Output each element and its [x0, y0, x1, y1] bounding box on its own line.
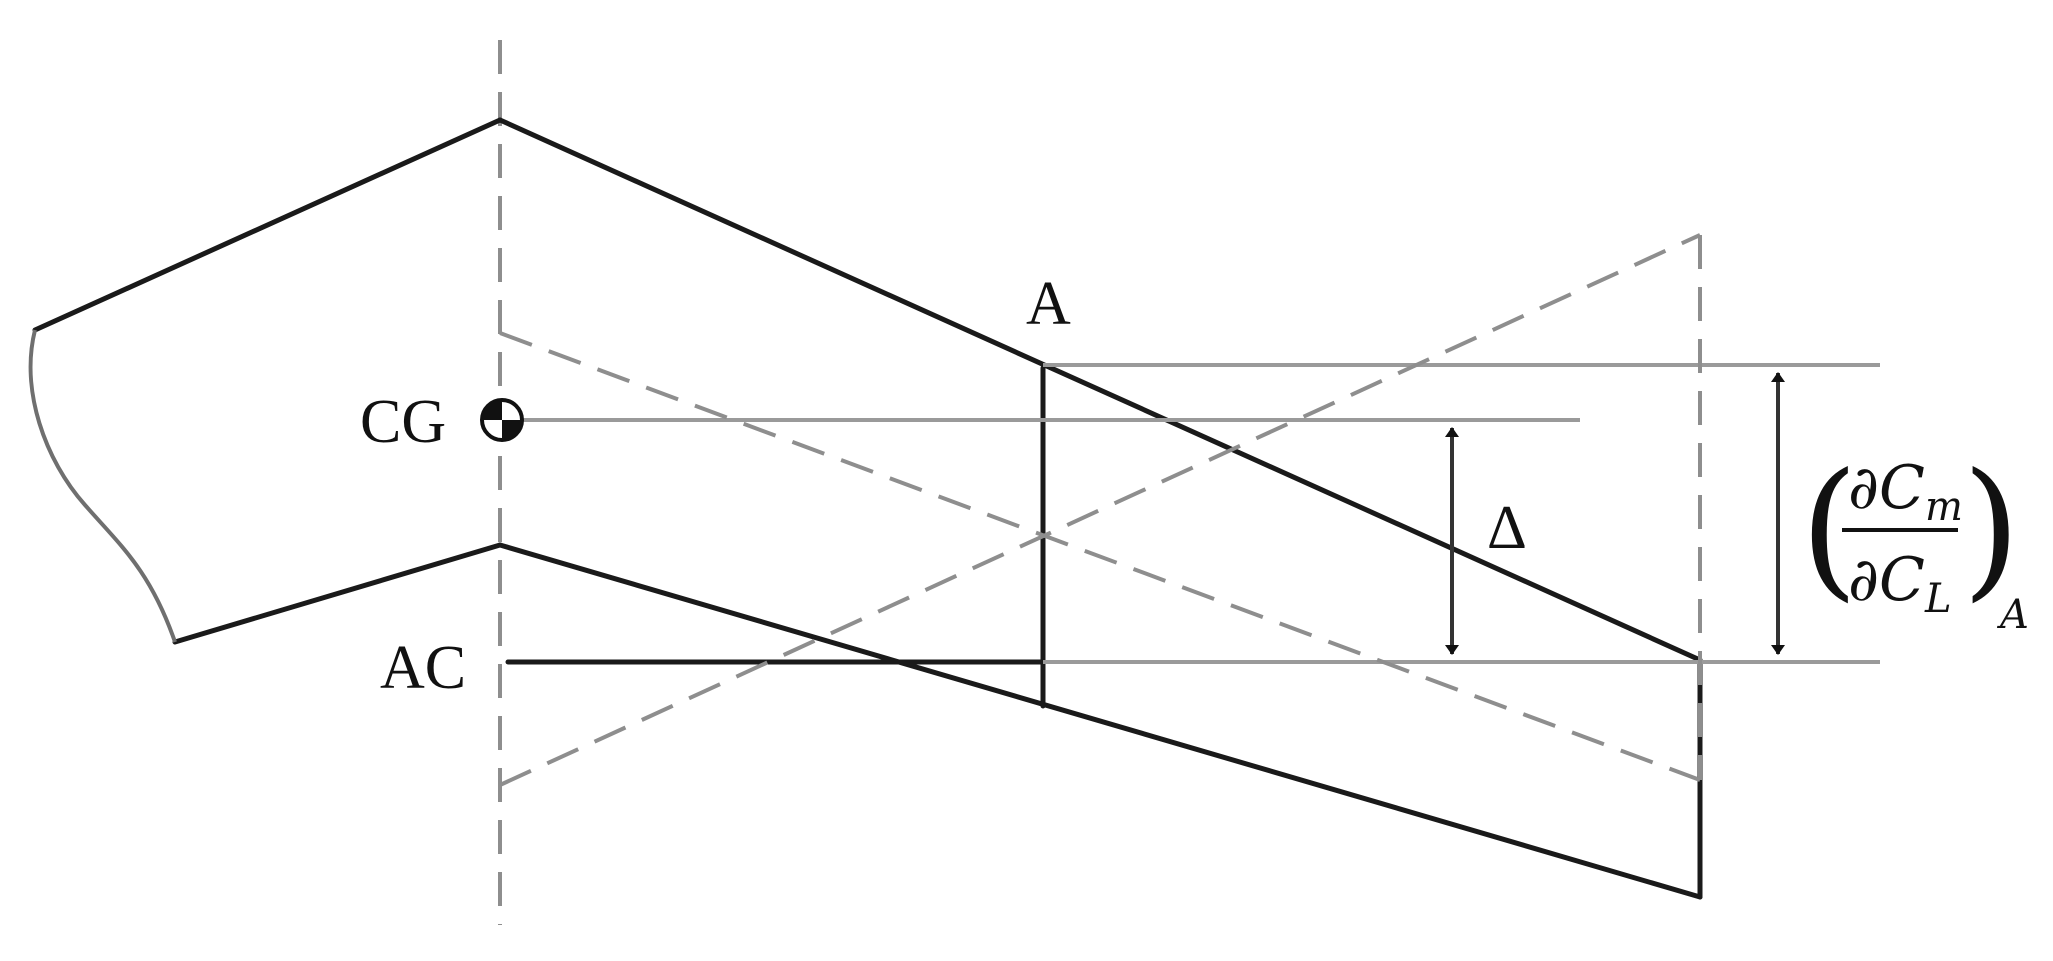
- formula-numerator-var: C: [1879, 453, 1925, 523]
- formula-numerator-sub: m: [1925, 484, 1963, 530]
- dashed-diagonal-upper: [499, 331, 1701, 782]
- label-point-a: A: [1026, 270, 1071, 338]
- formula-denominator-sub: L: [1924, 576, 1952, 622]
- formula-denominator-partial: ∂: [1848, 545, 1879, 615]
- wing-leading-edge: [497, 117, 1703, 663]
- dashed-diagonal-lower: [499, 233, 1701, 787]
- formula-numerator-partial: ∂: [1848, 453, 1879, 523]
- moment-slope-formula: ( ∂Cm ∂CL ) A: [1800, 442, 2029, 638]
- label-delta: Δ: [1487, 494, 1527, 562]
- cg-symbol-icon: [480, 398, 524, 442]
- fuselage-nose-curve: [28, 329, 177, 643]
- formula-outer-subscript: A: [1996, 592, 2029, 638]
- formula-denominator: ∂CL: [1848, 545, 1952, 622]
- fuselage-outline: [32, 117, 503, 645]
- label-ac: AC: [380, 634, 466, 702]
- formula-numerator: ∂Cm: [1848, 453, 1963, 530]
- formula-denominator-var: C: [1879, 545, 1925, 615]
- wing-trailing-edge: [497, 542, 1703, 900]
- formula-right-paren: ): [1962, 442, 2021, 616]
- label-cg: CG: [360, 388, 446, 456]
